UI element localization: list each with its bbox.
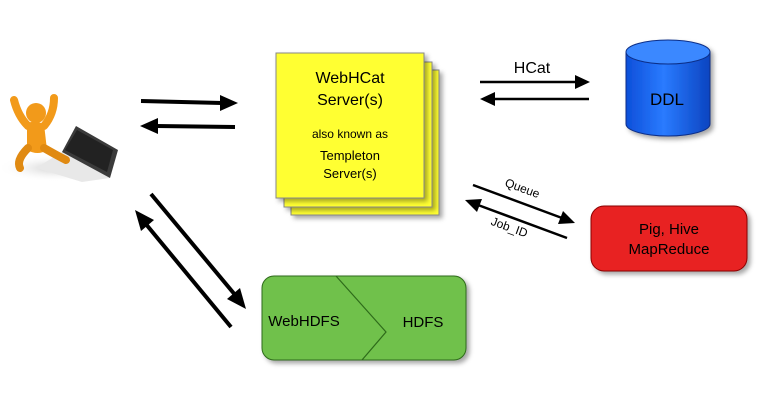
webhdfs-hdfs-box: WebHDFS HDFS <box>261 275 467 361</box>
user-with-laptop-icon <box>0 94 118 182</box>
webhdfs-label: WebHDFS <box>268 313 339 330</box>
queue-jobid-arrows: Queue Job_ID <box>465 176 575 240</box>
hcat-arrows: HCat <box>480 60 590 106</box>
server-aka-line3: Server(s) <box>323 166 376 181</box>
hdfs-label: HDFS <box>403 314 444 331</box>
server-aka-line1: also known as <box>312 127 388 141</box>
person-figure <box>10 94 70 172</box>
jobid-label: Job_ID <box>489 214 530 240</box>
ddl-database-icon <box>625 39 711 137</box>
server-aka-line2: Templeton <box>320 148 380 163</box>
engines-line1: Pig, Hive <box>639 221 699 238</box>
user-hdfs-arrows <box>135 192 246 329</box>
user-server-arrows <box>140 95 238 134</box>
pig-hive-mapreduce-box: Pig, Hive MapReduce <box>590 205 748 272</box>
engines-line2: MapReduce <box>629 241 710 258</box>
hcat-label: HCat <box>514 60 551 77</box>
server-title-line1: WebHCat <box>315 70 385 87</box>
server-title-line2: Server(s) <box>317 92 383 109</box>
ddl-label: DDL <box>650 90 684 109</box>
webhcat-server-stack: WebHCat Server(s) also known as Templeto… <box>275 52 440 216</box>
